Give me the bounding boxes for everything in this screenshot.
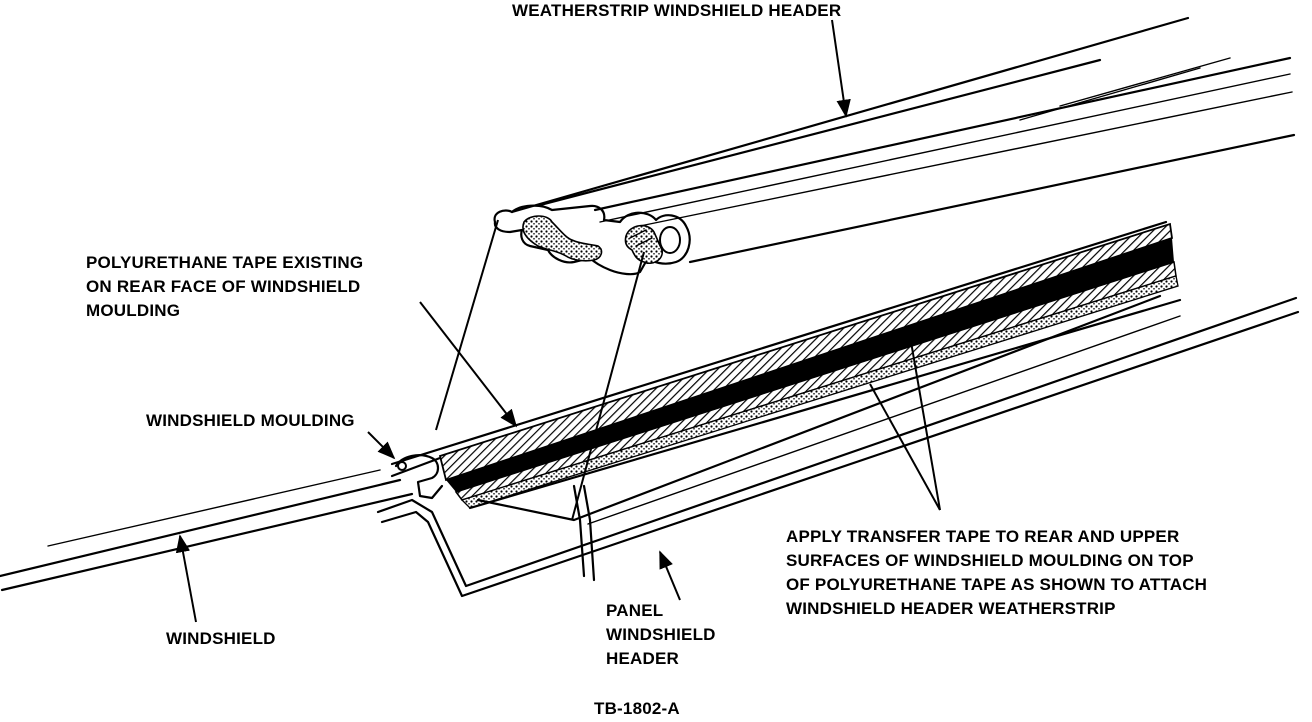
- label-weatherstrip-header: WEATHERSTRIP WINDSHIELD HEADER: [512, 1, 841, 20]
- label-line: PANEL: [606, 601, 663, 620]
- label-line: POLYURETHANE TAPE EXISTING: [86, 253, 363, 272]
- label-line: ON REAR FACE OF WINDSHIELD: [86, 277, 360, 296]
- weatherstrip-header-part: [493, 16, 1296, 276]
- figure-id: TB-1802-A: [594, 699, 680, 718]
- label-polyurethane-tape: POLYURETHANE TAPE EXISTING ON REAR FACE …: [86, 253, 363, 320]
- panel-header-part: [376, 294, 1300, 598]
- label-line: OF POLYURETHANE TAPE AS SHOWN TO ATTACH: [786, 575, 1207, 594]
- label-line: WINDSHIELD: [606, 625, 716, 644]
- label-windshield-moulding: WINDSHIELD MOULDING: [146, 411, 355, 430]
- windshield-moulding-part: [390, 220, 1182, 510]
- label-windshield: WINDSHIELD: [166, 629, 276, 648]
- windshield-glass-part: [0, 469, 414, 592]
- label-line: SURFACES OF WINDSHIELD MOULDING ON TOP: [786, 551, 1194, 570]
- label-line: MOULDING: [86, 301, 180, 320]
- label-line: WINDSHIELD HEADER WEATHERSTRIP: [786, 599, 1116, 618]
- label-line: HEADER: [606, 649, 679, 668]
- label-panel-windshield-header: PANEL WINDSHIELD HEADER: [606, 601, 716, 668]
- label-line: APPLY TRANSFER TAPE TO REAR AND UPPER: [786, 527, 1179, 546]
- leader-lines: [175, 19, 941, 623]
- label-transfer-tape: APPLY TRANSFER TAPE TO REAR AND UPPER SU…: [786, 527, 1207, 618]
